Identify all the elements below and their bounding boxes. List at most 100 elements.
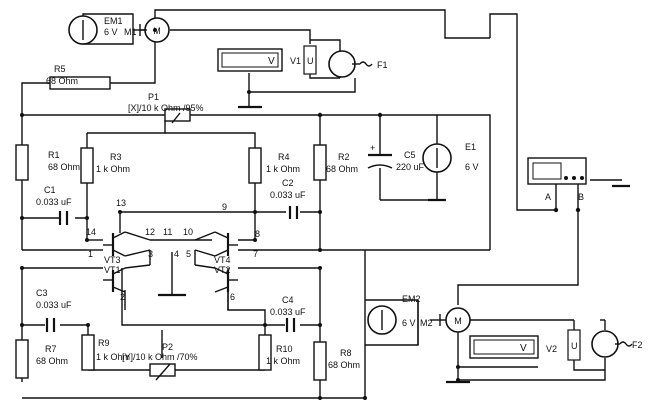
r8-value: 68 Ohm: [328, 360, 360, 370]
pin-10: 10: [183, 227, 193, 237]
oscilloscope: [527, 157, 587, 185]
resistor-r2: [313, 144, 327, 181]
c3-value: 0.033 uF: [36, 300, 72, 310]
r10-label: R10: [276, 344, 293, 354]
em1-label: EM1: [104, 16, 123, 26]
c1-value: 0.033 uF: [36, 197, 72, 207]
p2-value: [Y]/10 k Ohm /70%: [122, 352, 198, 362]
transistor-block: [103, 231, 238, 293]
v2-meter-unit: V: [520, 343, 527, 354]
c2-label: C2: [282, 178, 294, 188]
vt2-label: VT2: [214, 265, 231, 275]
em2-label: EM2: [402, 294, 421, 304]
pin-5: 5: [186, 249, 191, 259]
em1-source: [68, 15, 98, 45]
pin-13: 13: [116, 198, 126, 208]
wires: [21, 9, 630, 399]
svg-text:+: +: [370, 143, 375, 153]
em2-tag: M2: [420, 318, 433, 328]
v1-meter-unit: V: [268, 56, 275, 67]
c5-label: C5: [404, 150, 416, 160]
v2-label: V2: [546, 344, 557, 354]
r2-label: R2: [338, 152, 350, 162]
resistor-r8: [313, 341, 327, 381]
r5-label: R5: [54, 64, 66, 74]
em1-tag: M1: [124, 27, 137, 37]
c4-label: C4: [282, 295, 294, 305]
pin-4: 4: [174, 249, 179, 259]
resistor-r1: [15, 144, 29, 181]
r7-value: 68 Ohm: [36, 356, 68, 366]
r5-value: 68 Ohm: [46, 76, 78, 86]
e1-source: [422, 143, 452, 173]
capacitor-c1: [58, 211, 69, 225]
r9-value: 1 k Ohm: [96, 352, 130, 362]
voltmeter-v2: V U: [469, 329, 581, 361]
pin-12: 12: [145, 227, 155, 237]
p1-value: [X]/10 k Ohm /95%: [128, 103, 204, 113]
v1-side-label: U: [307, 56, 314, 66]
pin-6: 6: [230, 292, 235, 302]
voltmeter-v1: V U: [217, 45, 317, 75]
capacitor-c5: +: [367, 143, 393, 169]
motor-m2-symbol: M: [454, 316, 462, 326]
motor-m1-symbol: M: [153, 26, 161, 36]
e1-label: E1: [465, 142, 476, 152]
c1-label: C1: [44, 185, 56, 195]
resistor-r3: [80, 147, 94, 184]
pin-3: 3: [148, 249, 153, 259]
pin-11: 11: [163, 227, 172, 237]
f1-label: F1: [377, 60, 388, 70]
r3-label: R3: [110, 152, 122, 162]
f2-source: [591, 330, 633, 358]
r2-value: 68 Ohm: [326, 164, 358, 174]
resistor-r9: [81, 334, 95, 371]
c2-value: 0.033 uF: [270, 190, 306, 200]
pin-1: 1: [88, 249, 93, 259]
capacitor-c3: [45, 318, 56, 332]
r8-label: R8: [340, 348, 352, 358]
motor-m2: M: [439, 307, 471, 333]
c4-value: 0.033 uF: [270, 307, 306, 317]
junction-dots: [20, 28, 581, 400]
c5-value: 220 uF: [396, 162, 425, 172]
vt3-label: VT3: [104, 255, 121, 265]
scope-input-a: A: [545, 192, 551, 202]
r9-label: R9: [98, 338, 110, 348]
c3-label: C3: [36, 288, 48, 298]
pin-9: 9: [222, 202, 227, 212]
r1-value: 68 Ohm: [48, 162, 80, 172]
resistor-r4: [248, 147, 262, 184]
capacitor-c4: [285, 318, 296, 332]
pin-14: 14: [86, 227, 96, 237]
e1-value: 6 V: [465, 162, 479, 172]
v1-label: V1: [290, 56, 301, 66]
em1-value: 6 V: [104, 27, 118, 37]
em2-source: [367, 305, 397, 335]
f2-label: F2: [632, 340, 643, 350]
vt1-label: VT1: [104, 265, 121, 275]
r10-value: 1 k Ohm: [266, 356, 300, 366]
pin-7: 7: [253, 249, 258, 259]
r4-label: R4: [278, 152, 290, 162]
pin-2: 2: [120, 292, 125, 302]
em2-value: 6 V: [402, 318, 416, 328]
r1-label: R1: [48, 150, 60, 160]
p2-label: P2: [162, 342, 173, 352]
vt4-label: VT4: [214, 255, 231, 265]
v2-side-label: U: [571, 341, 578, 351]
resistor-r7: [15, 339, 29, 379]
potentiometer-p2: [149, 363, 176, 377]
capacitor-c2: [288, 206, 299, 219]
potentiometer-p1: [164, 108, 191, 122]
resistor-r5: [49, 76, 111, 90]
resistor-r10: [258, 334, 272, 371]
f1-source: [328, 50, 373, 78]
p1-label: P1: [148, 92, 159, 102]
r4-value: 1 k Ohm: [266, 164, 300, 174]
scope-input-b: B: [578, 192, 584, 202]
r7-label: R7: [45, 344, 57, 354]
r3-value: 1 k Ohm: [96, 164, 130, 174]
